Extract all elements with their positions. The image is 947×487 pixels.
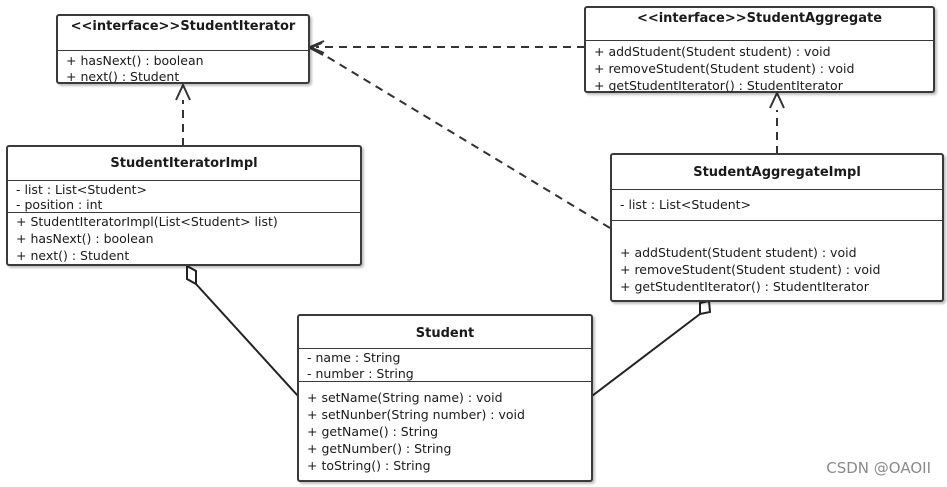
class-title: StudentAggregateImpl <box>693 165 861 180</box>
class-student-aggregate-impl[interactable]: StudentAggregateImpl - list : List<Stude… <box>610 153 944 302</box>
aggregation-diamond-2 <box>699 299 712 316</box>
dependency-arrowhead-2 <box>307 42 324 56</box>
method-row: + getStudentIterator() : StudentIterator <box>620 279 869 294</box>
divider <box>612 220 942 221</box>
aggregation-diamond-1 <box>186 264 197 286</box>
attribute-row: - list : List<Student> <box>16 182 148 197</box>
divider <box>612 189 942 190</box>
divider <box>299 381 591 382</box>
attribute-row: - number : String <box>307 366 414 381</box>
method-row: + hasNext() : boolean <box>16 231 154 246</box>
attribute-row: - name : String <box>307 350 401 365</box>
method-row: + StudentIteratorImpl(List<Student> list… <box>16 214 278 229</box>
method-row: + removeStudent(Student student) : void <box>594 61 855 76</box>
method-row: + addStudent(Student student) : void <box>620 245 857 260</box>
attribute-row: - position : int <box>16 197 103 212</box>
method-row: + setName(String name) : void <box>307 390 503 405</box>
class-student-aggregate[interactable]: <<interface>>StudentAggregate + addStude… <box>584 6 935 93</box>
realization-aggregate-arrowhead <box>769 90 785 109</box>
realization-iterator-arrowhead <box>175 82 191 101</box>
method-row: + toString() : String <box>307 458 431 473</box>
method-row: + getStudentIterator() : StudentIterator <box>594 78 843 93</box>
aggregation-aggregate-impl-line <box>591 313 701 397</box>
method-row: + getName() : String <box>307 424 439 439</box>
divider <box>58 50 308 51</box>
attribute-row: - list : List<Student> <box>620 197 752 212</box>
watermark: CSDN @OAOII <box>826 459 931 477</box>
class-title: <<interface>>StudentIterator <box>70 19 296 34</box>
divider <box>8 212 360 213</box>
method-row: + next() : Student <box>66 69 180 84</box>
class-student-iterator[interactable]: <<interface>>StudentIterator + hasNext()… <box>56 14 310 84</box>
class-student-iterator-impl[interactable]: StudentIteratorImpl - list : List<Studen… <box>6 145 362 266</box>
aggregation-iterator-impl-line <box>195 283 299 397</box>
class-title: Student <box>415 326 475 341</box>
method-row: + getNumber() : String <box>307 441 452 456</box>
method-row: + next() : Student <box>16 248 130 263</box>
divider <box>299 348 591 349</box>
class-title: StudentIteratorImpl <box>110 156 258 171</box>
dependency-aggregate-impl-line <box>315 49 611 229</box>
method-row: + addStudent(Student student) : void <box>594 44 831 59</box>
method-row: + hasNext() : boolean <box>66 53 204 68</box>
divider <box>586 40 933 41</box>
method-row: + removeStudent(Student student) : void <box>620 262 881 277</box>
class-student[interactable]: Student - name : String - number : Strin… <box>297 314 593 482</box>
divider <box>8 180 360 181</box>
class-title: <<interface>>StudentAggregate <box>636 11 883 26</box>
method-row: + setNunber(String number) : void <box>307 407 525 422</box>
